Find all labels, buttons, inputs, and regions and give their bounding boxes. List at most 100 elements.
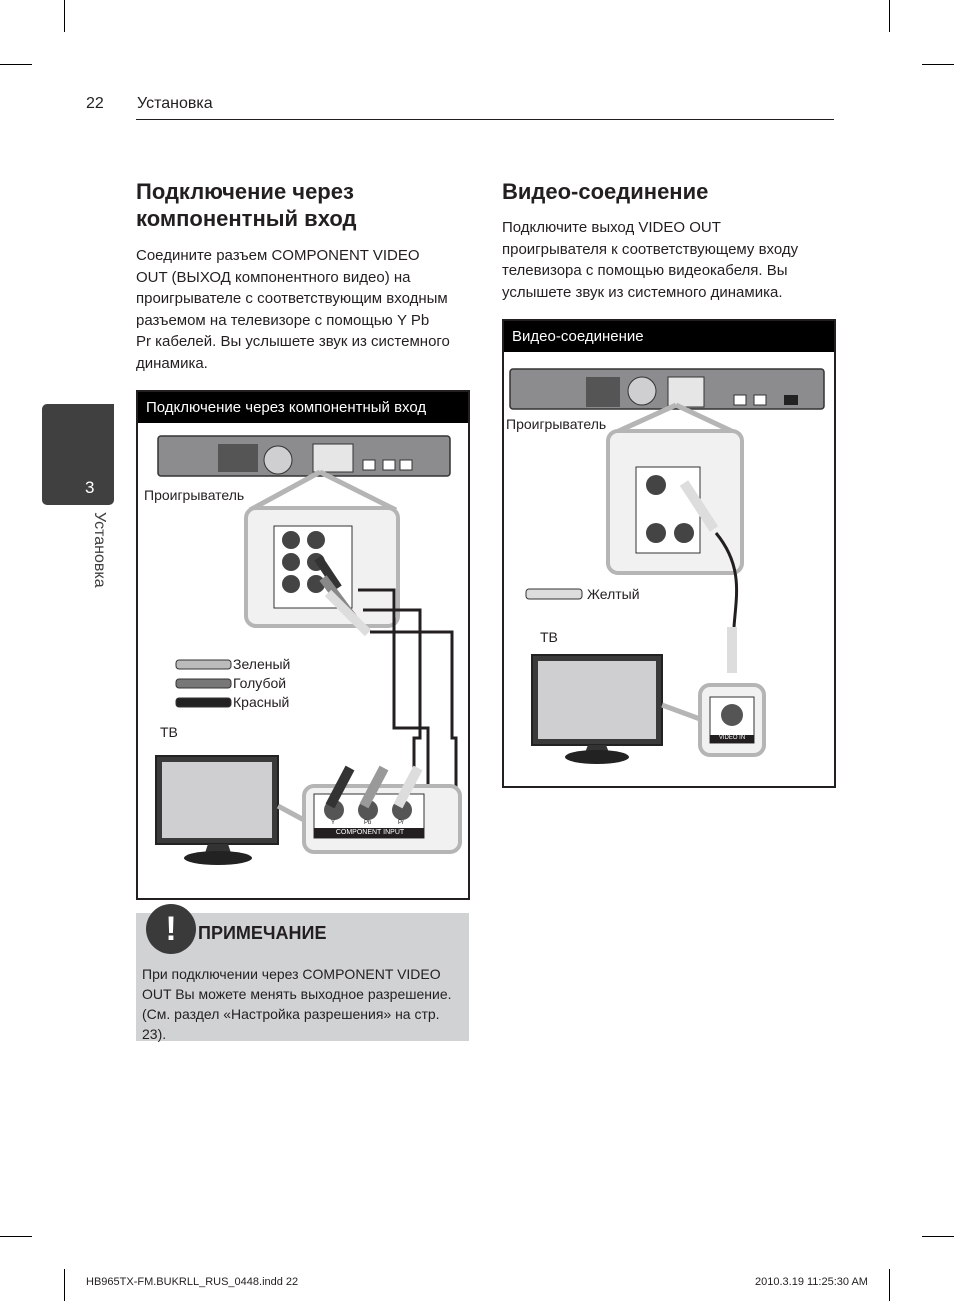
player-port [362,459,376,471]
zoom-line [276,803,306,823]
exclamation-icon: ! [146,904,196,954]
tv-screen-inner [162,762,272,838]
tv-label: ТВ [160,724,178,740]
jack-label-pb: Pb [364,820,372,826]
crop-mark [0,1236,32,1237]
crop-mark [64,1269,65,1301]
player-label: Проигрыватель [144,487,245,503]
component-connection-diagram [155,435,462,865]
cable [363,608,422,788]
cable-swatch-green [175,659,232,670]
component-input-label: COMPONENT INPUT [335,829,405,836]
jack [282,531,300,549]
jack [646,523,666,543]
video-figure-box: Видео-соединение [502,319,836,788]
title-line: Подключение через [136,179,354,204]
tv-base [565,750,629,764]
player-port [733,394,747,406]
crop-mark [64,0,65,32]
jack-label-y: Y [331,820,336,826]
player-panel [218,444,258,472]
plug [393,765,423,809]
plug [324,589,372,637]
paragraph-line: динамика. [136,354,208,372]
cable-swatch-blue [175,678,232,689]
video-connection-diagram [509,368,825,764]
paragraph-line: Pr кабелей. Вы услышете звук из системно… [136,333,450,350]
player-fan [627,376,657,406]
crop-mark [0,64,32,65]
zoom-line [248,469,398,513]
player-port [784,395,798,405]
video-title: Видео-соединение [502,179,709,204]
paragraph-line: разъемом на телевизоре с помощью Y Pb [136,311,430,329]
jack [282,553,300,571]
figure-title: Подключение через компонентный вход [138,392,468,423]
paragraph-line: проигрывателе с соответствующим входным [136,290,448,307]
video-paragraph: Подключите выход VIDEO OUT проигрывателя… [502,217,842,303]
note-line: При подключении через COMPONENT VIDEO [142,966,441,982]
crop-mark [889,1269,890,1301]
jack [282,575,300,593]
cable-swatch-red [175,697,232,708]
tv-screen-inner [538,661,656,739]
cable-swatch-yellow [525,588,583,600]
note-text: При подключении через COMPONENT VIDEO OU… [142,964,464,1044]
footer-file: HB965TX-FM.BUKRLL_RUS_0448.indd 22 [86,1276,299,1288]
plug [314,555,342,591]
plug [679,480,719,532]
video-in-jack [721,704,743,726]
paragraph-line: Подключите выход VIDEO OUT [502,219,721,236]
video-in-label-bar [710,735,754,743]
player-unit [509,368,825,410]
component-title: Подключение через компонентный вход [136,178,476,232]
component-label-bar [314,828,424,838]
crop-mark [889,0,890,32]
tv-base [184,851,252,865]
page-number: 22 [86,95,104,112]
running-header: Установка [137,95,213,112]
note-line: (См. раздел «Настройка разрешения» на ст… [142,1006,440,1042]
player-panel [586,377,620,407]
video-in-label: VIDEO IN [718,735,746,741]
jack [674,523,694,543]
cable-label-red: Красный [233,694,290,710]
crop-mark [922,64,954,65]
chapter-label: Установка [91,512,108,588]
paragraph-line: телевизора с помощью видеокабеля. Вы [502,262,788,279]
component-figure-box: Подключение через компонентный вход [136,390,470,900]
jack-label-pr: Pr [398,820,404,826]
plug [325,765,355,809]
player-port [382,459,396,471]
cable-label-blue: Голубой [233,675,287,691]
jack [307,531,325,549]
paragraph-line: проигрывателя к соответствующему входу [502,240,799,258]
component-paragraph: Соедините разъем COMPONENT VIDEO OUT (ВЫ… [136,245,476,374]
chapter-tab [42,404,114,505]
plug [359,765,389,809]
jack [646,475,666,495]
player-port [399,459,413,471]
player-jacks [312,443,354,473]
paragraph-line: OUT (ВЫХОД компонентного видео) на [136,268,411,286]
player-jacks [667,376,705,408]
zoom-line [661,702,701,722]
header-rule [136,119,834,120]
crop-mark [922,1236,954,1237]
tv-label: ТВ [540,629,558,645]
cable [714,532,739,628]
note-line: OUT Вы можете менять выходное разрешение… [142,986,452,1002]
note-title: ПРИМЕЧАНИЕ [198,923,327,943]
cable-label-green: Зеленый [233,656,291,672]
footer-timestamp: 2010.3.19 11:25:30 AM [755,1276,868,1288]
title-line: компонентный вход [136,206,357,231]
paragraph-line: Соедините разъем COMPONENT VIDEO [136,247,420,264]
figure-title: Видео-соединение [504,321,834,352]
paragraph-line: услышете звук из системного динамика. [502,283,783,301]
cable-label-yellow: Желтый [587,586,640,602]
cable [358,588,430,788]
player-label: Проигрыватель [506,416,607,432]
cable [370,630,458,788]
chapter-number: 3 [85,478,95,497]
jack [307,575,325,593]
